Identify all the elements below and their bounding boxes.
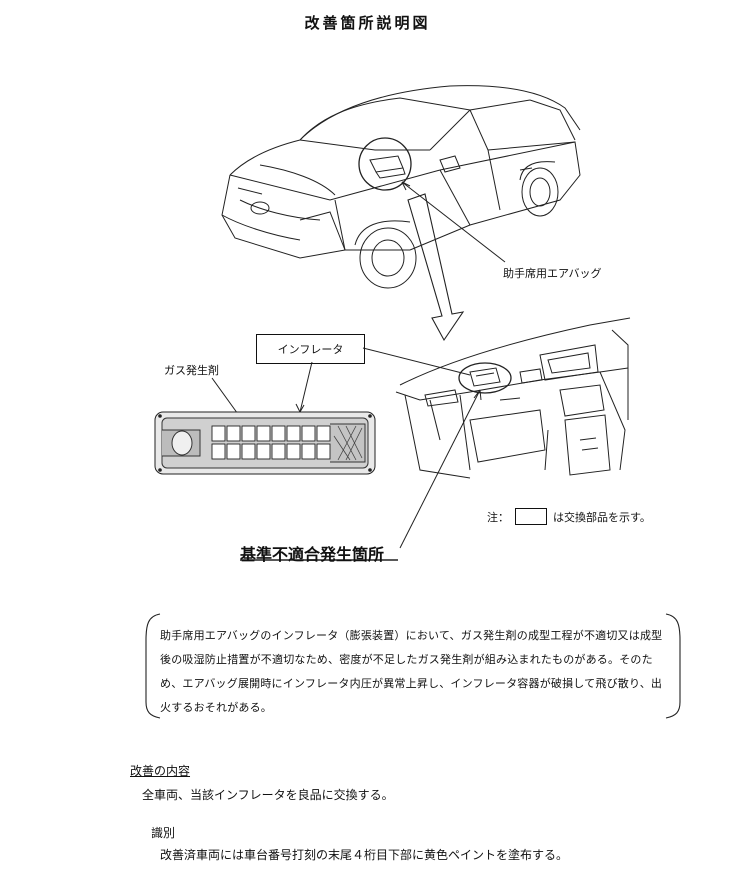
gas-pellet xyxy=(211,443,226,460)
gas-pellet xyxy=(301,443,316,460)
gas-pellet xyxy=(286,425,301,442)
remedy-text: 全車両、当該インフレータを良品に交換する。 xyxy=(142,788,394,802)
note-prefix: 注： xyxy=(487,510,509,524)
replacement-note: 注： は交換部品を示す。 xyxy=(487,508,651,525)
gas-pellet xyxy=(301,425,316,442)
defect-description: 助手席用エアバッグのインフレータ（膨張装置）において、ガス発生剤の成型工程が不適… xyxy=(160,629,663,714)
gas-pellet xyxy=(226,443,241,460)
page-title: 改善箇所説明図 xyxy=(304,14,431,32)
gas-pellet xyxy=(316,425,331,442)
inflator-drawing xyxy=(154,411,376,475)
gas-pellet xyxy=(271,443,286,460)
gas-pellet xyxy=(256,425,271,442)
identification-heading: 識別 xyxy=(151,826,176,840)
remedy-heading: 改善の内容 xyxy=(130,764,191,778)
gas-pellet xyxy=(241,425,256,442)
airbag-label: 助手席用エアバッグ xyxy=(503,267,602,280)
inflator-label: インフレータ xyxy=(256,334,365,364)
identification-text: 改善済車両には車台番号打刻の末尾４桁目下部に黄色ペイントを塗布する。 xyxy=(160,848,569,862)
car-drawing xyxy=(221,85,581,289)
gas-pellet xyxy=(211,425,226,442)
gas-pellet xyxy=(271,425,286,442)
description-bracket xyxy=(145,613,681,719)
note-suffix: は交換部品を示す。 xyxy=(553,510,651,524)
inflator-label-text: インフレータ xyxy=(277,343,344,356)
dashboard-drawing xyxy=(395,317,631,479)
gas-agent-label: ガス発生剤 xyxy=(164,364,219,377)
gas-pellet xyxy=(316,443,331,460)
gas-pellet xyxy=(241,443,256,460)
gas-pellet xyxy=(286,443,301,460)
gas-pellet xyxy=(226,425,241,442)
defect-location-label: 基準不適合発生箇所 xyxy=(240,545,385,564)
gas-pellet xyxy=(256,443,271,460)
note-legend-box xyxy=(515,508,547,525)
